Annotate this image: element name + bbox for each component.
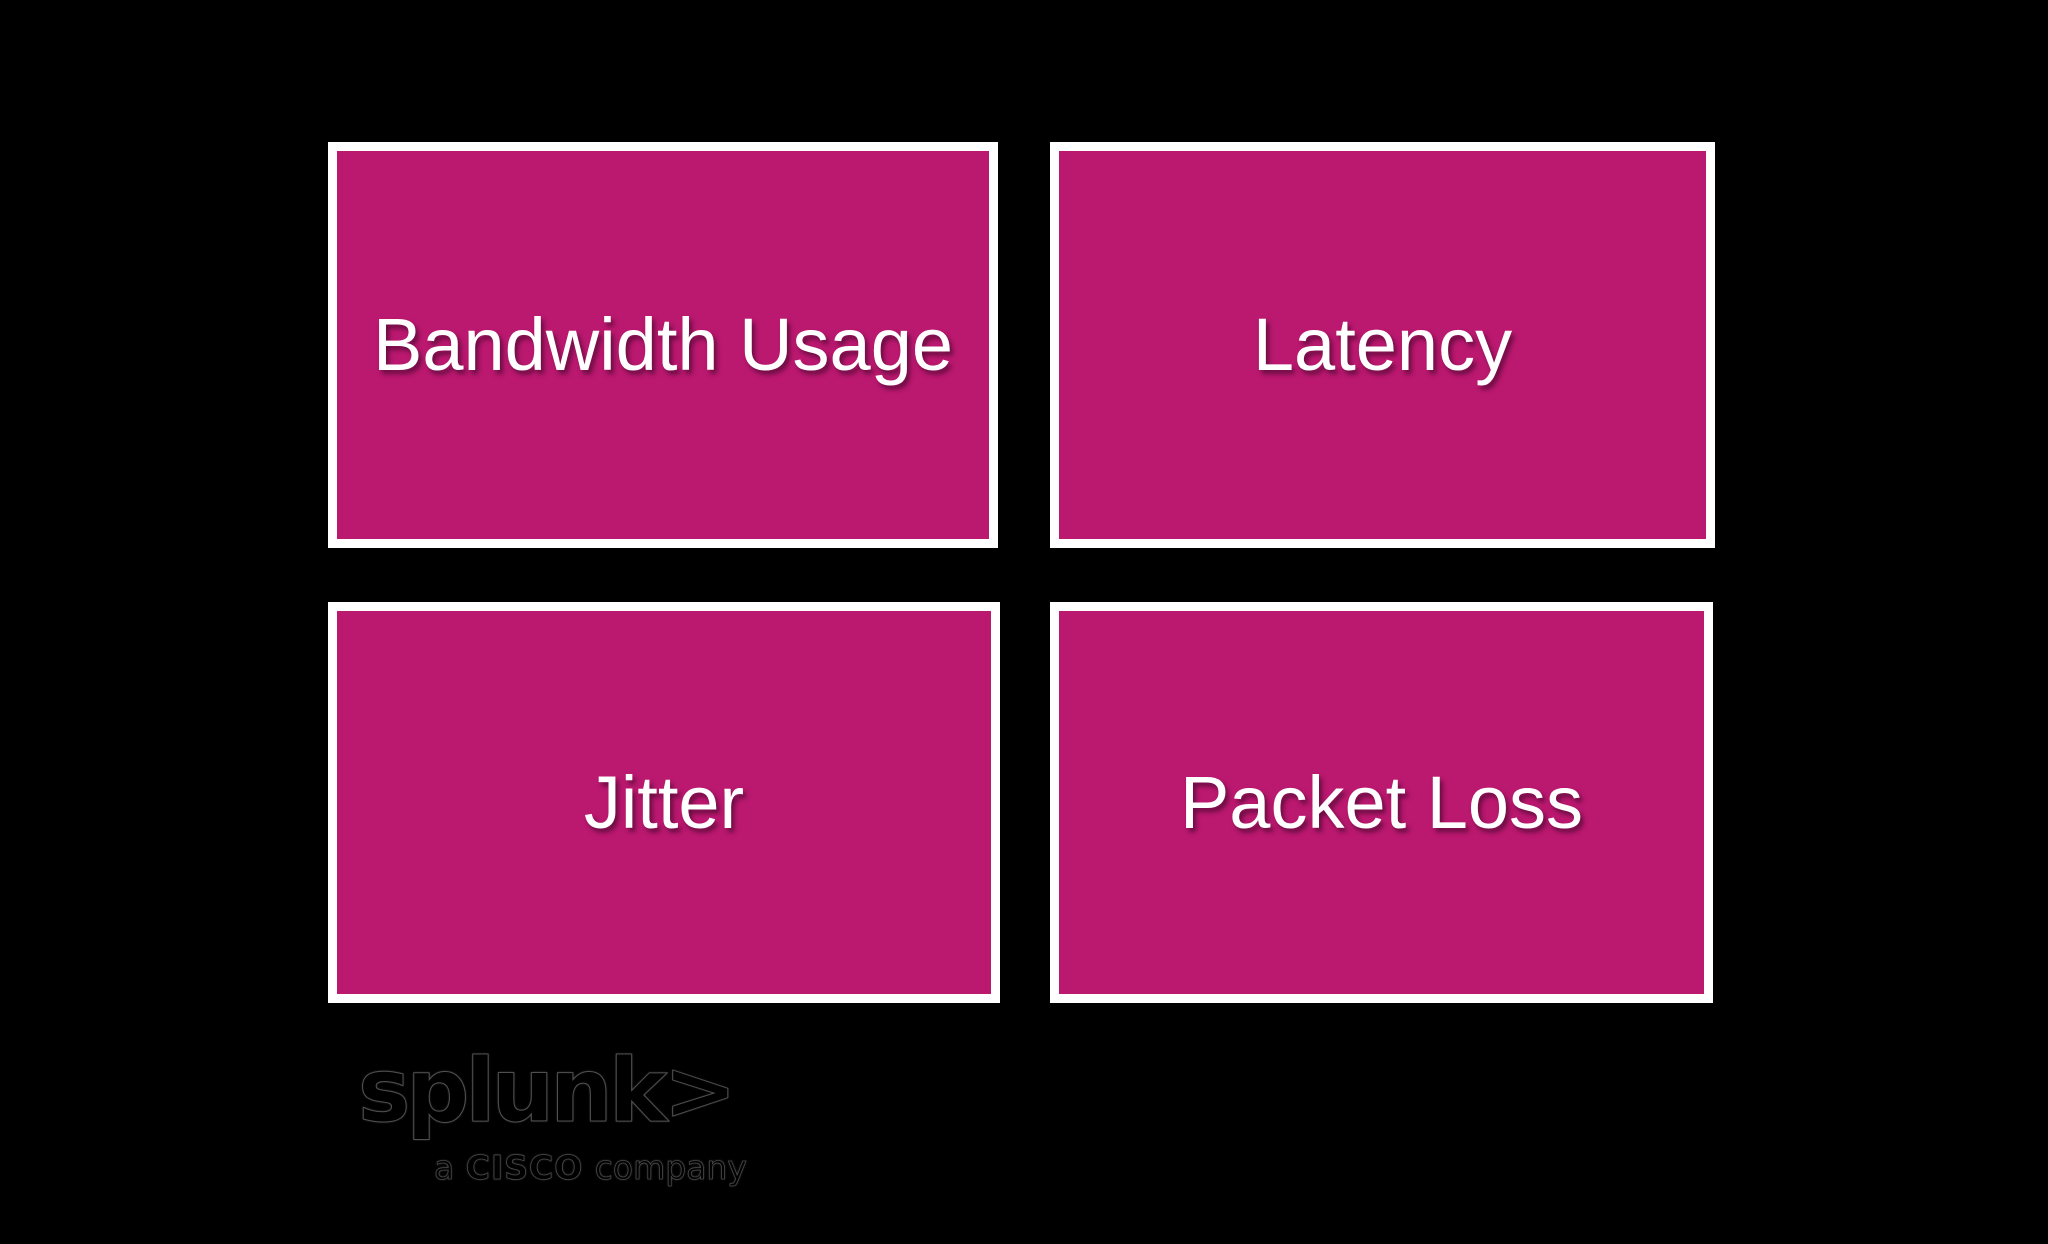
splunk-logo: splunk> a CISCO company — [357, 1036, 748, 1187]
splunk-chevron-icon: > — [663, 1043, 738, 1139]
splunk-wordmark-text: splunk — [357, 1039, 667, 1143]
cisco-brand-text: CISCO — [465, 1148, 584, 1187]
metric-label-packet-loss: Packet Loss — [1179, 760, 1584, 844]
cisco-tagline: a CISCO company — [434, 1148, 748, 1187]
tagline-prefix: a — [434, 1148, 455, 1187]
metric-box-latency: Latency — [1050, 142, 1715, 548]
metric-label-jitter: Jitter — [583, 760, 745, 844]
tagline-suffix: company — [594, 1148, 747, 1187]
metric-label-bandwidth-usage: Bandwidth Usage — [372, 303, 954, 386]
metric-label-latency: Latency — [1252, 303, 1513, 386]
metric-box-bandwidth-usage: Bandwidth Usage — [328, 142, 998, 548]
splunk-wordmark: splunk> — [357, 1036, 748, 1146]
metric-box-jitter: Jitter — [328, 602, 1000, 1003]
metric-box-packet-loss: Packet Loss — [1050, 602, 1713, 1003]
